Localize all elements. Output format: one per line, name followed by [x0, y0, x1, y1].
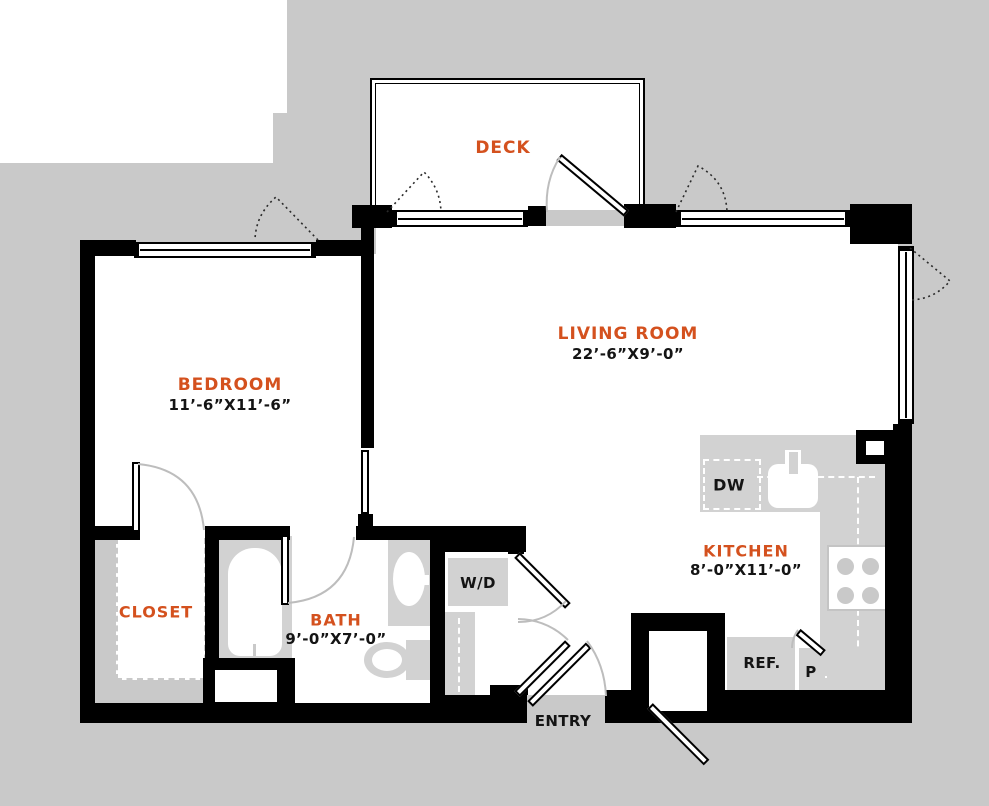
bedroom-wall-top-right [316, 240, 364, 256]
dishwasher-label: DW [713, 475, 745, 495]
burner-icon [837, 558, 854, 575]
burner-icon [862, 558, 879, 575]
bedroom-label: BEDROOM [177, 375, 283, 395]
living-room-dims: 22’-6”X9’-0” [571, 345, 685, 363]
closet-wall-top [94, 526, 140, 540]
washer-dryer-unit [448, 558, 508, 606]
kitchen-faucet-icon [789, 452, 798, 474]
closet-shelf-area [116, 538, 206, 680]
dishwasher-outline [703, 459, 761, 510]
stove [827, 545, 887, 611]
corner-block-kitchen [856, 430, 912, 464]
bedroom-dims: 11’-6”X11’-6” [168, 396, 292, 414]
laundry-wall-right-stub [508, 528, 524, 554]
pantry-label: P [805, 663, 817, 681]
bedroom-living-divider [361, 226, 374, 448]
living-room-window-right [676, 210, 850, 227]
closet-bath-divider [205, 526, 219, 666]
bath-wall-top-a [205, 526, 290, 540]
living-wall-top-block-2 [528, 206, 546, 226]
bath-dims: 9’-0”X7’-0” [285, 630, 387, 648]
living-room-window-left [392, 210, 528, 227]
corner-block-notch [866, 441, 884, 455]
living-wall-top-block-3 [624, 204, 676, 228]
kitchen-label: KITCHEN [703, 541, 789, 561]
deck-label: DECK [475, 138, 531, 158]
bath-faucet-icon [412, 575, 429, 585]
refrigerator-box [727, 637, 795, 690]
exterior-white-top-left-step [273, 0, 287, 113]
tub-faucet-icon [253, 644, 256, 656]
burner-icon [862, 587, 879, 604]
refrigerator-label: REF. [743, 654, 781, 672]
closet-label: CLOSET [118, 602, 194, 622]
entry-label: ENTRY [534, 712, 592, 730]
living-room-window-side [898, 246, 914, 424]
bath-label: BATH [310, 610, 362, 630]
kitchen-dims: 8’-0”X11’-0” [689, 561, 803, 579]
bedroom-window [134, 242, 316, 258]
living-wall-top-block-1 [352, 205, 392, 228]
unit-wall-bottom-left [80, 703, 527, 723]
unit-wall-left [80, 240, 95, 706]
counter-by-pantry [827, 648, 885, 694]
entry-closet-wall-right [707, 613, 725, 697]
entry-closet-wall-top [631, 613, 725, 631]
bath-laundry-divider [430, 552, 445, 695]
bath-niche [215, 670, 277, 702]
entry-closet-wall-left [631, 613, 649, 713]
burner-icon [837, 587, 854, 604]
corner-top-right [850, 204, 912, 244]
bathtub [228, 548, 282, 656]
exterior-white-top-left [0, 0, 273, 163]
living-room-floor [376, 226, 898, 256]
living-room-label: LIVING ROOM [557, 324, 699, 344]
washer-dryer-label: W/D [460, 574, 496, 592]
entry-closet-floor [649, 631, 707, 711]
bath-door [281, 535, 289, 605]
utility-chase-dash [458, 618, 460, 692]
toilet-bowl-inner [372, 649, 402, 671]
toilet-tank [406, 640, 430, 680]
closet-door [132, 462, 140, 532]
bedroom-living-pocket-door [361, 450, 369, 514]
deck-railing [375, 83, 640, 210]
bath-wall-top-b [356, 526, 432, 540]
utility-chase [445, 612, 475, 698]
kitchen-wall-right [885, 464, 912, 704]
